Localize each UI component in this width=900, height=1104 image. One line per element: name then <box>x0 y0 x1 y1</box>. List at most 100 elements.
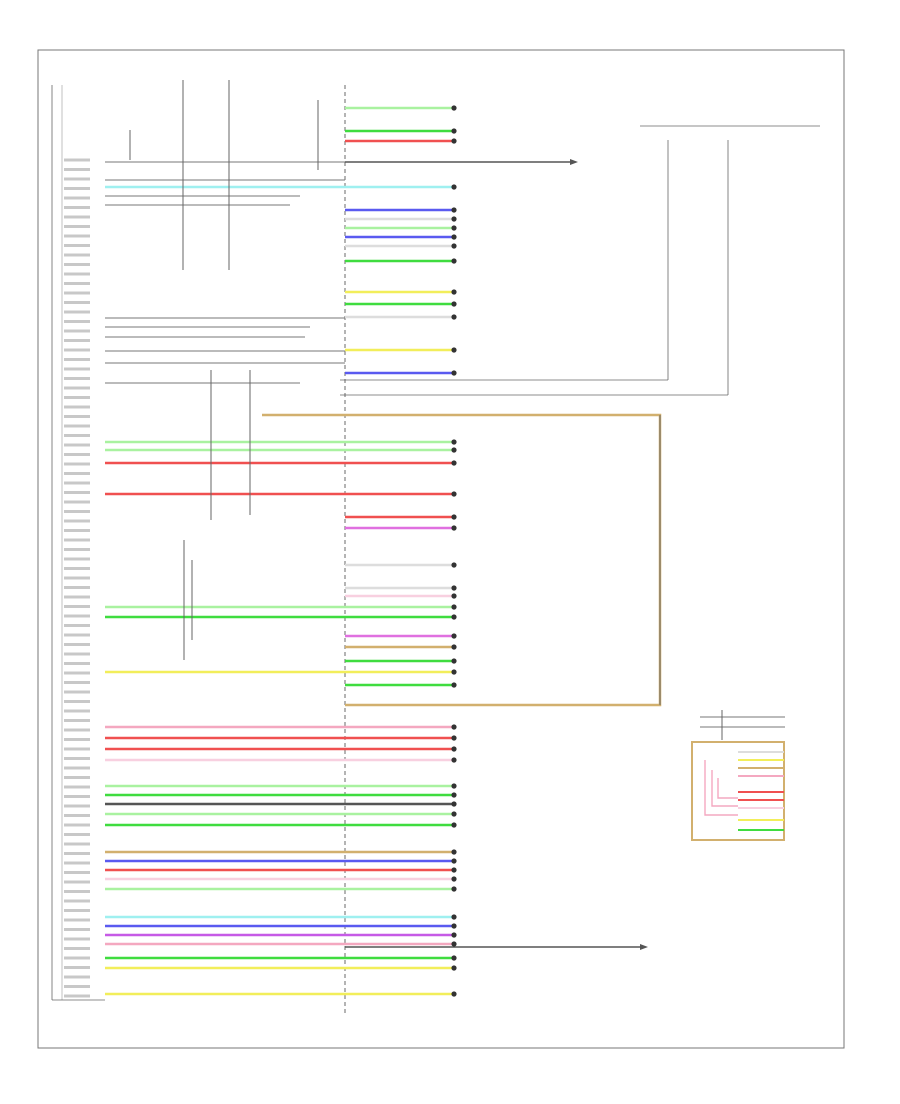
module-pin-label <box>64 861 90 865</box>
module-pin-label <box>64 880 90 884</box>
module-pin-label <box>64 567 90 570</box>
module-pin-label <box>64 766 90 770</box>
module-pin-label <box>64 291 90 295</box>
wire-terminal-39 <box>451 822 457 828</box>
harness-outline <box>262 413 662 707</box>
wire-terminal-44 <box>451 886 457 892</box>
module-pin-label <box>64 966 90 969</box>
module-pin-label <box>64 177 90 181</box>
wire-terminal-1 <box>451 128 457 134</box>
module-pin-label <box>64 785 90 789</box>
wire-terminal-41 <box>451 858 457 864</box>
module-pin-label <box>64 586 90 589</box>
module-pin-label <box>64 529 90 532</box>
module-pin-label <box>64 728 90 732</box>
wire-terminal-23 <box>451 593 457 599</box>
module-pin-label <box>64 852 90 855</box>
module-pin-label <box>64 709 90 713</box>
module-pin-label <box>64 282 90 285</box>
module-pin-label <box>64 700 90 703</box>
wire-terminal-45 <box>451 914 457 920</box>
wire-terminal-18 <box>451 491 457 497</box>
wire-terminal-8 <box>451 243 457 249</box>
wire-terminal-49 <box>451 955 457 961</box>
module-pin-label <box>64 187 90 190</box>
module-pin-label <box>64 671 90 675</box>
wire-terminal-31 <box>451 724 457 730</box>
wire-terminal-9 <box>451 258 457 264</box>
module-pin-label <box>64 348 90 352</box>
module-pin-label <box>64 624 90 627</box>
module-pin-label <box>64 310 90 314</box>
module-pin-label <box>64 510 90 513</box>
module-pin-label <box>64 890 90 893</box>
module-pin-label <box>64 776 90 779</box>
module-pin-label <box>64 244 90 247</box>
module-pin-label <box>64 234 90 238</box>
module-pin-label <box>64 225 90 228</box>
module-pin-label <box>64 595 90 599</box>
module-pin-label <box>64 481 90 485</box>
wire-terminal-35 <box>451 783 457 789</box>
wire-terminal-33 <box>451 746 457 752</box>
module-pin-label <box>64 842 90 846</box>
module-pin-label <box>64 538 90 542</box>
module-pin-label <box>64 434 90 437</box>
wire-terminal-17 <box>451 460 457 466</box>
wire-terminal-28 <box>451 658 457 664</box>
wire-terminal-48 <box>451 941 457 947</box>
wire-terminal-20 <box>451 525 457 531</box>
wire-terminal-37 <box>451 801 457 807</box>
module-pin-label <box>64 652 90 656</box>
module-pin-label <box>64 605 90 608</box>
wire-terminal-25 <box>451 614 457 620</box>
module-pin-label <box>64 548 90 551</box>
module-pin-label <box>64 719 90 722</box>
wire-group <box>105 106 785 996</box>
module-pin-label <box>64 795 90 798</box>
module-pin-label <box>64 168 90 171</box>
module-pin-label <box>64 453 90 456</box>
wire-terminal-26 <box>451 633 457 639</box>
wire-terminal-15 <box>451 439 457 445</box>
module-pin-label <box>64 206 90 209</box>
wire-terminal-10 <box>451 289 457 295</box>
wire-terminal-21 <box>451 562 457 568</box>
wire-terminal-22 <box>451 585 457 591</box>
wire-terminal-11 <box>451 301 457 307</box>
module-pin-label <box>64 614 90 618</box>
wire-terminal-6 <box>451 225 457 231</box>
module-pin-label <box>64 928 90 931</box>
module-pin-label <box>64 358 90 361</box>
wire-terminal-16 <box>451 447 457 453</box>
module-pin-label <box>64 747 90 751</box>
wire-terminal-5 <box>451 216 457 222</box>
module-pin-label <box>64 339 90 342</box>
module-pin-label <box>64 491 90 494</box>
module-pin-label <box>64 956 90 960</box>
module-pin-label <box>64 462 90 466</box>
wire-terminal-29 <box>451 669 457 675</box>
module-pin-label <box>64 158 90 162</box>
module-pin-label <box>64 272 90 276</box>
wire-terminal-2 <box>451 138 457 144</box>
connector-pin-group <box>64 105 457 998</box>
module-pin-label <box>64 681 90 684</box>
diagram-border <box>37 49 845 1049</box>
module-pin-label <box>64 367 90 371</box>
module-pin-label <box>64 196 90 200</box>
wire-terminal-40 <box>451 849 457 855</box>
module-pin-label <box>64 396 90 399</box>
wire-terminal-47 <box>451 932 457 938</box>
module-pin-label <box>64 937 90 941</box>
module-pin-label <box>64 833 90 836</box>
module-pin-label <box>64 643 90 646</box>
wire-terminal-50 <box>451 965 457 971</box>
wire-terminal-38 <box>451 811 457 817</box>
module-pin-label <box>64 415 90 418</box>
wire-terminal-7 <box>451 234 457 240</box>
wire-terminal-30 <box>451 682 457 688</box>
module-pin-label <box>64 738 90 741</box>
module-pin-label <box>64 301 90 304</box>
